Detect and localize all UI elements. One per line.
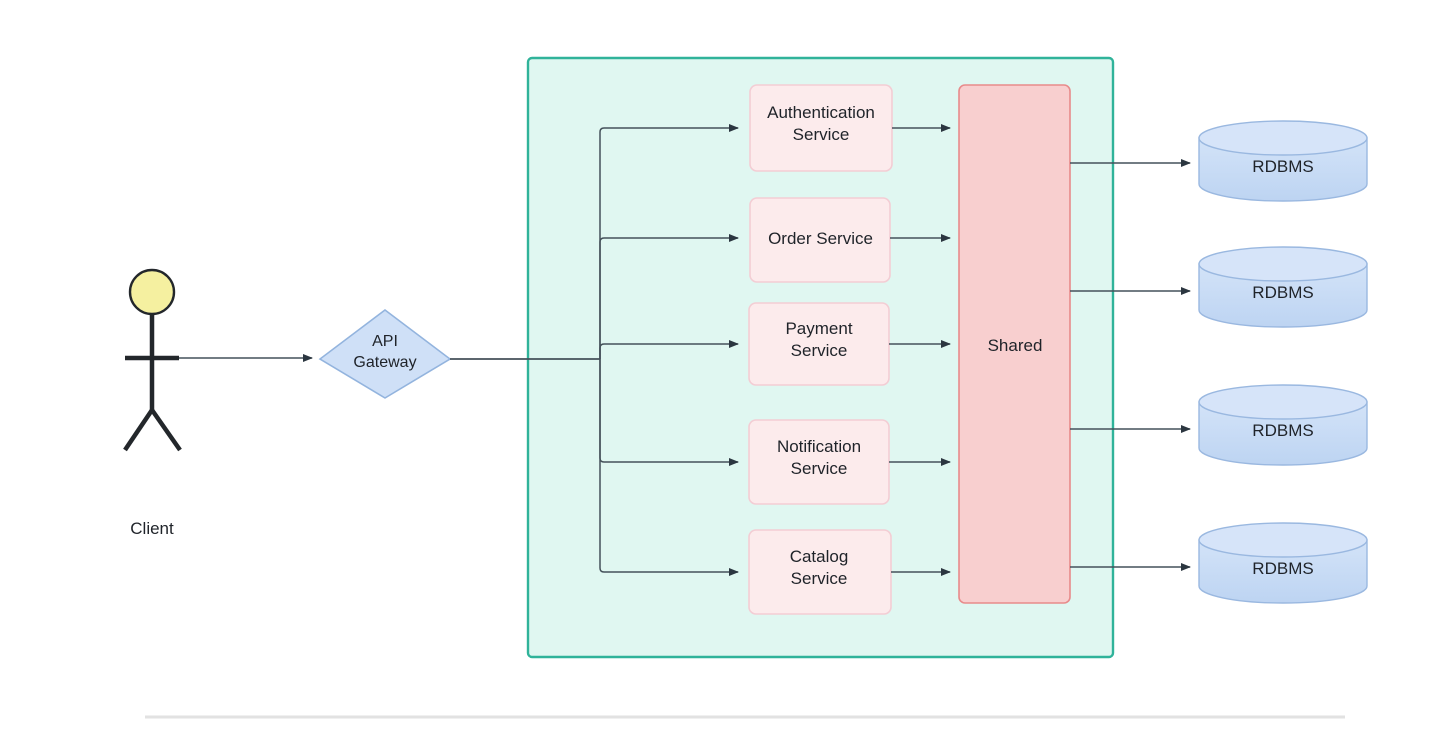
rdbms-4-node[interactable] xyxy=(1198,522,1368,604)
notification-service-node[interactable] xyxy=(748,419,890,505)
edge-bus-to-authentication-service xyxy=(599,124,739,359)
stick-figure-right-leg-icon xyxy=(150,408,182,452)
edge-bus-to-order-service xyxy=(599,234,739,359)
rdbms-2-node[interactable] xyxy=(1198,246,1368,328)
rdbms-1-node[interactable] xyxy=(1198,120,1368,202)
client-actor[interactable] xyxy=(123,268,182,452)
order-service-node[interactable] xyxy=(749,197,891,283)
shared-layer-node[interactable] xyxy=(958,84,1071,604)
edge-bus-to-payment-service xyxy=(599,340,739,359)
stick-figure-head-icon xyxy=(128,268,176,316)
payment-service-node[interactable] xyxy=(748,302,890,386)
catalog-service-node[interactable] xyxy=(748,529,892,615)
stick-figure-left-leg-icon xyxy=(123,408,154,452)
rdbms-3-node[interactable] xyxy=(1198,384,1368,466)
authentication-service-node[interactable] xyxy=(749,84,893,172)
api-gateway-node[interactable] xyxy=(318,308,452,399)
edge-bus-to-catalog-service xyxy=(599,359,739,576)
